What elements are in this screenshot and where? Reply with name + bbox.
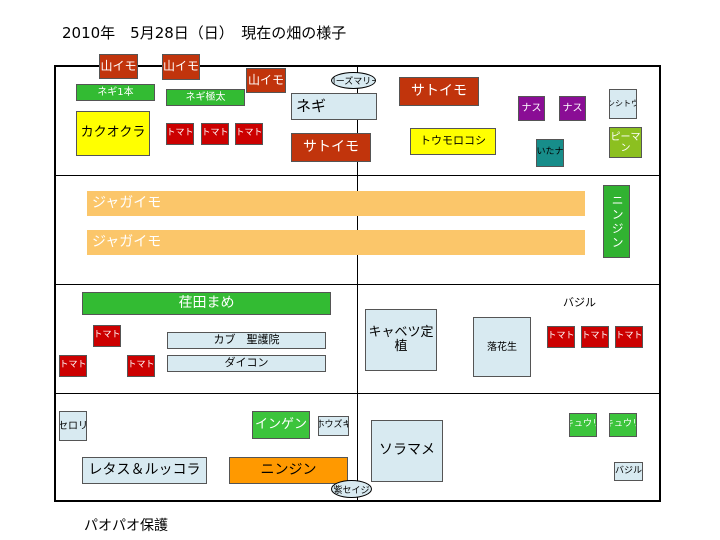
plot-kyuuri[interactable]: キュウリ	[569, 413, 597, 437]
plot-kakuokura[interactable]: カクオクラ	[76, 111, 150, 156]
plot-daikon[interactable]: ダイコン	[167, 355, 326, 372]
plot-nasu[interactable]: ナス	[518, 96, 545, 121]
plot-soramame[interactable]: ソラマメ	[371, 420, 443, 482]
plot-tomato[interactable]: トマト	[581, 326, 609, 348]
plot-negi-thick[interactable]: ネギ極太	[166, 89, 245, 106]
plot-nasu[interactable]: ナス	[559, 96, 586, 121]
basil-label: バジル	[563, 296, 596, 309]
plot-basil[interactable]: バジル	[614, 462, 643, 481]
plot-rosemary[interactable]: ローズマリー	[331, 72, 376, 89]
plot-satoimo[interactable]: サトイモ	[291, 133, 371, 162]
plot-jagaimo[interactable]: ジャガイモ	[87, 230, 585, 255]
plot-hetanasu[interactable]: へいたナス	[536, 139, 564, 167]
plot-tomato[interactable]: トマト	[615, 326, 643, 348]
plot-toumorokoshi[interactable]: トウモロコシ	[410, 128, 496, 155]
plot-celery[interactable]: セロリ	[59, 411, 87, 441]
plot-tomato[interactable]: トマト	[235, 123, 263, 145]
plot-ninjin-vertical[interactable]: ニンジン	[603, 185, 630, 258]
plot-tomato[interactable]: トマト	[59, 355, 87, 377]
page-title: 2010年 5月28日（日） 現在の畑の様子	[62, 24, 347, 42]
plot-negi-one[interactable]: ネギ1本	[76, 84, 155, 101]
plot-kabu[interactable]: カブ 聖護院	[167, 332, 326, 349]
plot-cabbage[interactable]: キャベツ定植	[365, 309, 437, 371]
plot-housuki[interactable]: ホウズキ	[318, 416, 349, 436]
plot-lettuce-rucola[interactable]: レタス＆ルッコラ	[82, 457, 207, 484]
plot-jagaimo[interactable]: ジャガイモ	[87, 191, 585, 216]
plot-murasaki-seiji[interactable]: 紫セイジ	[331, 480, 372, 498]
plot-shishito[interactable]: シシトウ	[609, 89, 637, 119]
plot-piiman[interactable]: ピーマン	[609, 127, 642, 158]
plot-ingen[interactable]: インゲン	[252, 411, 310, 439]
plot-tomato[interactable]: トマト	[201, 123, 229, 145]
plot-tomato[interactable]: トマト	[93, 325, 121, 347]
plot-yamaimo[interactable]: 山イモ	[162, 54, 200, 80]
plot-yamaimo[interactable]: 山イモ	[246, 68, 286, 93]
plot-ninjin[interactable]: ニンジン	[229, 457, 348, 484]
plot-negi[interactable]: ネギ	[291, 93, 377, 120]
plot-tomato[interactable]: トマト	[166, 123, 194, 145]
plot-yamaimo[interactable]: 山イモ	[99, 54, 138, 79]
plot-edamame[interactable]: 荏田まめ	[82, 292, 331, 315]
plot-rakkasei[interactable]: 落花生	[473, 317, 531, 377]
plot-tomato[interactable]: トマト	[547, 326, 575, 348]
plot-kyuuri[interactable]: キュウリ	[609, 413, 637, 437]
plot-tomato[interactable]: トマト	[127, 355, 155, 377]
column-divider	[357, 65, 358, 502]
plot-satoimo[interactable]: サトイモ	[399, 77, 479, 106]
footer-note: パオパオ保護	[84, 518, 168, 534]
